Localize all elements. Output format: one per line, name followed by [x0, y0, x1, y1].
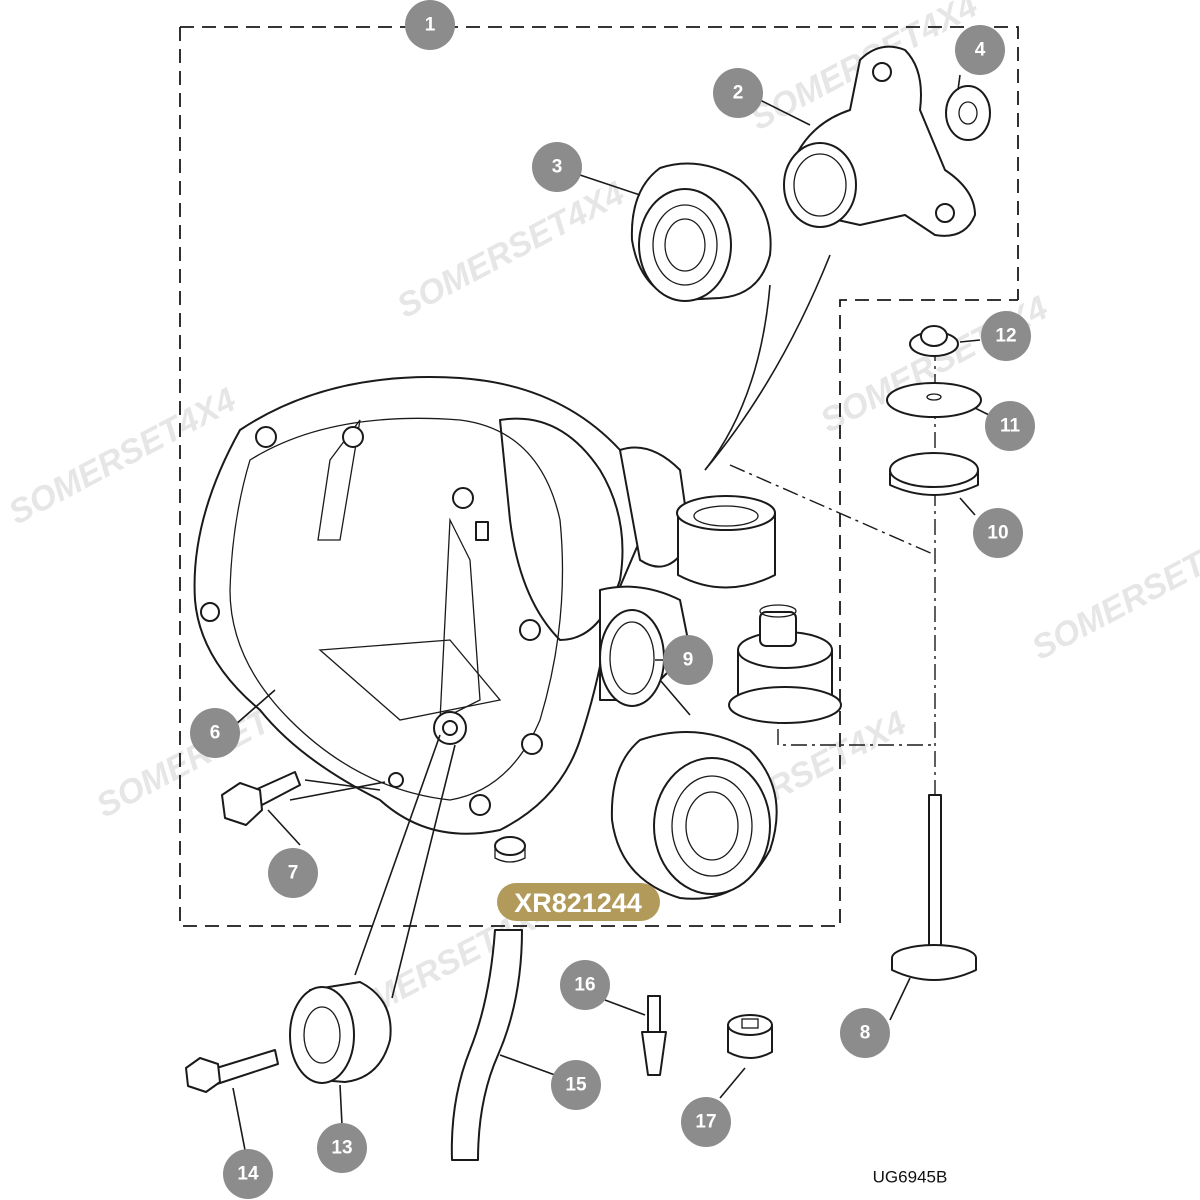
- callout-label: 14: [237, 1164, 259, 1185]
- flange-nut: [945, 85, 991, 141]
- watermark: SOMERSET4X4: [391, 174, 631, 326]
- differential-housing: [193, 376, 691, 835]
- callout-label: 7: [288, 863, 299, 884]
- callout-label: 4: [975, 40, 986, 61]
- plug-cap: [494, 836, 526, 863]
- callout-label: 6: [210, 723, 221, 744]
- leader-lines: [232, 74, 996, 1151]
- rear-bolt: [185, 1049, 279, 1093]
- callout-17: 17: [681, 1097, 731, 1147]
- callout-13: 13: [317, 1123, 367, 1173]
- drain-plug: [727, 1014, 773, 1059]
- callout-label: 15: [565, 1075, 587, 1096]
- callout-10: 10: [973, 508, 1023, 558]
- callout-label: 17: [695, 1112, 716, 1133]
- housing-bolt: [221, 771, 301, 826]
- mount-washer: [886, 382, 982, 418]
- callout-3: 3: [532, 142, 582, 192]
- assembly-boundary-main: [179, 26, 1019, 927]
- callout-label: 10: [987, 523, 1008, 544]
- breather-valve: [641, 995, 667, 1076]
- callout-label: 11: [1000, 416, 1021, 437]
- housing-bush-upper: [676, 495, 776, 589]
- callout-label: 16: [574, 975, 595, 996]
- mounting-bolt: [891, 794, 977, 981]
- mount-top-bush: [889, 452, 979, 496]
- watermark: SOMERSET4X4: [1026, 516, 1200, 668]
- part-number-text: XR821244: [514, 888, 642, 918]
- callout-1: 1: [405, 0, 455, 50]
- diagram-reference: UG6945B: [873, 1168, 948, 1187]
- callout-label: 1: [425, 15, 436, 36]
- callout-12: 12: [981, 311, 1031, 361]
- callout-9: 9: [663, 635, 713, 685]
- side-seal-ring: [599, 609, 665, 707]
- callout-6: 6: [190, 708, 240, 758]
- callout-8: 8: [840, 1008, 890, 1058]
- callout-7: 7: [268, 848, 318, 898]
- callout-15: 15: [551, 1060, 601, 1110]
- callout-14: 14: [223, 1149, 273, 1199]
- part-number-badge[interactable]: XR821244: [497, 883, 660, 921]
- callout-label: 12: [995, 326, 1016, 347]
- mounting-bush: [728, 604, 842, 724]
- pinion-seal: [630, 162, 772, 302]
- breather-hose: [450, 929, 523, 1161]
- callout-4: 4: [955, 25, 1005, 75]
- callout-label: 3: [552, 157, 563, 178]
- callout-label: 9: [683, 650, 694, 671]
- callout-label: 2: [733, 83, 744, 104]
- mount-nut: [909, 325, 959, 357]
- callout-label: 8: [860, 1023, 871, 1044]
- rear-bush: [289, 981, 392, 1084]
- callout-label: 13: [331, 1138, 352, 1159]
- callout-16: 16: [560, 960, 610, 1010]
- callout-11: 11: [985, 401, 1035, 451]
- callout-2: 2: [713, 68, 763, 118]
- output-seal: [610, 731, 778, 900]
- output-flange: [783, 45, 976, 237]
